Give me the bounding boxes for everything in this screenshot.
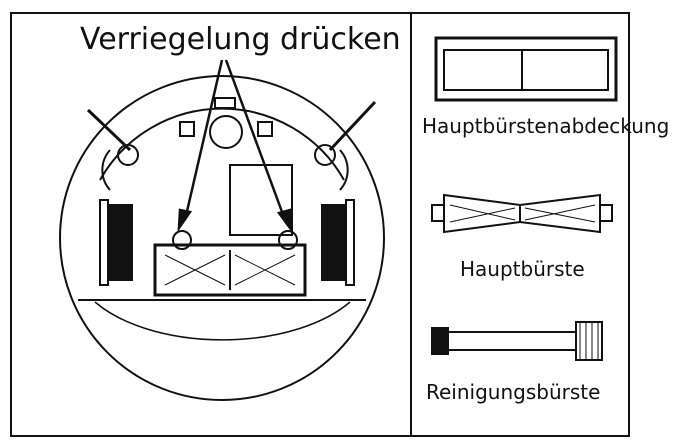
main-brush-cover-icon [434, 36, 618, 102]
right-side-brush-guard [339, 149, 349, 191]
cleaning-brush-label: Reinigungsbürste [426, 380, 601, 404]
lock-instruction-label: Verriegelung drücken [80, 22, 401, 57]
robot-inner-rim [99, 107, 345, 181]
diagram-frame [10, 12, 630, 437]
cleaning-brush-icon [431, 321, 603, 361]
right-wheel-housing [345, 199, 355, 286]
battery-cover [229, 164, 293, 236]
left-wheel-housing [99, 199, 109, 286]
main-brush-cover-label: Hauptbürstenabdeckung [422, 114, 670, 138]
lock-tab-left [172, 230, 192, 250]
left-side-brush-arm [86, 108, 132, 152]
robot-outer-body [59, 75, 385, 401]
right-drive-wheel [321, 204, 347, 281]
main-brush-icon [431, 193, 613, 234]
panel-divider [410, 12, 412, 437]
right-side-brush-hub [314, 144, 336, 166]
robot-bumper-curve [94, 301, 351, 341]
left-side-brush-hub [117, 144, 139, 166]
main-brush-bristles [164, 254, 296, 286]
sensor-left [179, 121, 195, 137]
arrow-line-right [224, 59, 287, 221]
arrow-head-left [177, 208, 193, 233]
arrow-line-left [183, 59, 224, 221]
front-caster-wheel [209, 115, 243, 149]
left-drive-wheel [107, 204, 133, 281]
left-side-brush-guard [101, 149, 111, 191]
lock-tab-right [278, 230, 298, 250]
main-brush-label: Hauptbürste [460, 257, 585, 281]
sensor-right [257, 121, 273, 137]
front-sensor [214, 97, 236, 109]
main-brush-housing [153, 243, 307, 297]
arrow-head-right [276, 208, 292, 232]
right-side-brush-arm [328, 100, 377, 152]
